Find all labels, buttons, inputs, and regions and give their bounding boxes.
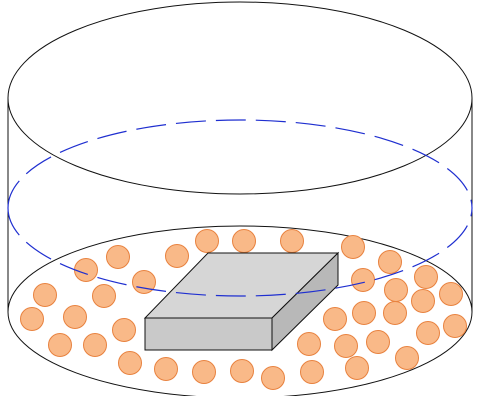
- particle: [345, 356, 369, 380]
- particle: [192, 360, 216, 384]
- particle: [383, 301, 407, 325]
- particle: [74, 258, 98, 282]
- particle: [232, 229, 256, 253]
- particle: [33, 283, 57, 307]
- particle: [414, 265, 438, 289]
- particle: [334, 334, 358, 358]
- block-front-face: [144, 317, 273, 351]
- particle: [297, 332, 321, 356]
- particle: [366, 330, 390, 354]
- dashed-ring-front: [7, 207, 473, 297]
- particle: [300, 360, 324, 384]
- central-block: [143, 251, 340, 352]
- particle: [118, 351, 142, 375]
- particle: [63, 305, 87, 329]
- particle: [20, 307, 44, 331]
- particle: [261, 366, 285, 390]
- particle: [154, 357, 178, 381]
- particle: [83, 333, 107, 357]
- particle: [416, 321, 440, 345]
- particle: [106, 245, 130, 269]
- particle: [230, 359, 254, 383]
- particles: [20, 229, 467, 390]
- particle: [443, 314, 467, 338]
- particle: [352, 301, 376, 325]
- dashed-ring-back: [7, 119, 473, 209]
- particle: [395, 346, 419, 370]
- particle: [92, 284, 116, 308]
- particle: [112, 318, 136, 342]
- particle: [439, 282, 463, 306]
- particle: [195, 229, 219, 253]
- particle: [411, 289, 435, 313]
- particle: [165, 244, 189, 268]
- particle: [48, 333, 72, 357]
- particle: [351, 268, 375, 292]
- particle: [341, 235, 365, 259]
- particle: [280, 229, 304, 253]
- particle: [323, 307, 347, 331]
- particle: [132, 270, 156, 294]
- particle: [378, 250, 402, 274]
- particle: [384, 278, 408, 302]
- cylinder-top-ellipse: [7, 1, 473, 195]
